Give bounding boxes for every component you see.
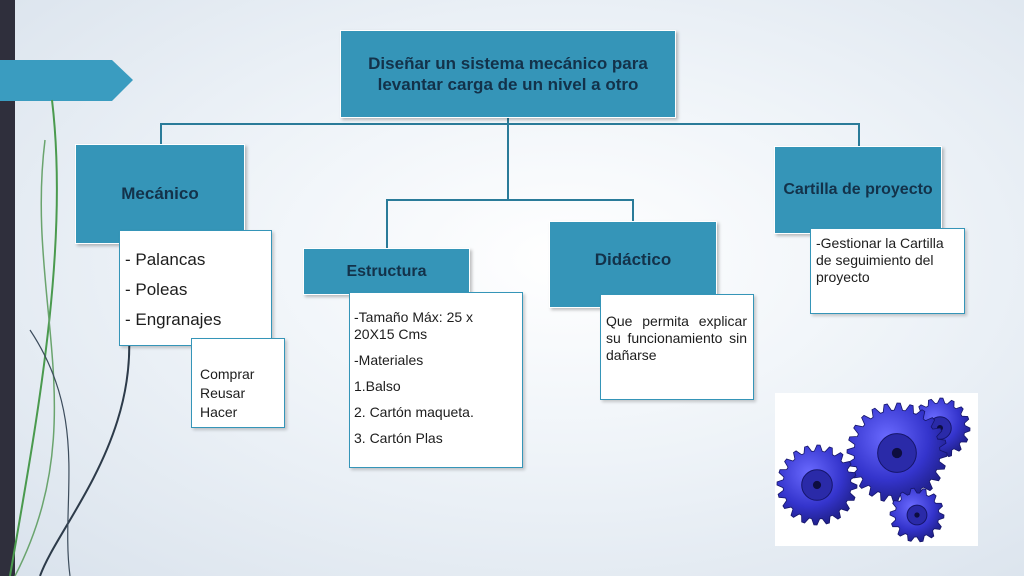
mecanico-item: - Engranajes xyxy=(125,310,222,329)
estructura-item: -Tamaño Máx: 25 x 20X15 Cms xyxy=(354,309,474,342)
blue-gears-icon xyxy=(776,397,971,543)
left-accent-bar xyxy=(0,0,15,576)
mecanico-node: Mecánico xyxy=(75,144,245,244)
estructura-item: 1.Balso xyxy=(354,378,401,394)
cartilla-text: -Gestionar la Cartilla de seguimiento de… xyxy=(816,235,944,285)
didactico-text-box: Que permita explicar su funcionamiento s… xyxy=(600,294,754,400)
cartilla-text-box: -Gestionar la Cartilla de seguimiento de… xyxy=(810,228,965,314)
estructura-label: Estructura xyxy=(346,262,427,280)
connector-to-estructura xyxy=(386,199,388,250)
swoosh-curve-dark-2 xyxy=(29,329,71,576)
connector-mid-horizontal xyxy=(386,199,634,201)
gear-small-bottom-hole xyxy=(914,512,920,518)
mecanico-label: Mecánico xyxy=(121,184,199,203)
arrow-tab-shape xyxy=(0,60,133,101)
root-title: Diseñar un sistema mecánico para levanta… xyxy=(368,54,648,94)
cartilla-node: Cartilla de proyecto xyxy=(774,146,942,234)
connector-top-horizontal xyxy=(160,123,860,125)
estructura-item: 3. Cartón Plas xyxy=(354,430,443,446)
gear-large-hole xyxy=(891,447,903,459)
cartilla-label: Cartilla de proyecto xyxy=(783,181,933,198)
root-node: Diseñar un sistema mecánico para levanta… xyxy=(340,30,676,118)
didactico-label: Didáctico xyxy=(594,250,672,269)
estructura-items-box: -Tamaño Máx: 25 x 20X15 Cms -Materiales … xyxy=(349,292,523,468)
connector-root-down xyxy=(507,116,509,199)
mecanico-item: - Poleas xyxy=(125,280,188,299)
mecanico-subitem: Reusar xyxy=(200,385,246,401)
mecanico-subitem: Comprar xyxy=(200,366,255,382)
mecanico-item: - Palancas xyxy=(125,250,206,269)
didactico-text: Que permita explicar su funcionamiento s… xyxy=(606,313,747,363)
gears-image xyxy=(775,393,978,546)
swoosh-curve-dark xyxy=(39,279,131,576)
swoosh-curve-green-2 xyxy=(14,139,56,576)
connector-to-mecanico xyxy=(160,123,162,145)
mecanico-subitem: Hacer xyxy=(200,404,238,420)
connector-to-didactico xyxy=(632,199,634,222)
mecanico-items-box: - Palancas - Poleas - Engranajes xyxy=(119,230,272,346)
connector-to-cartilla xyxy=(858,123,860,147)
estructura-item: 2. Cartón maqueta. xyxy=(354,404,474,420)
estructura-node: Estructura xyxy=(303,248,470,295)
swoosh-curve-green xyxy=(9,99,58,576)
gear-medium-hole xyxy=(812,480,822,490)
estructura-item: -Materiales xyxy=(354,352,424,368)
mecanico-subitems-box: Comprar Reusar Hacer xyxy=(191,338,285,428)
didactico-node: Didáctico xyxy=(549,221,717,308)
